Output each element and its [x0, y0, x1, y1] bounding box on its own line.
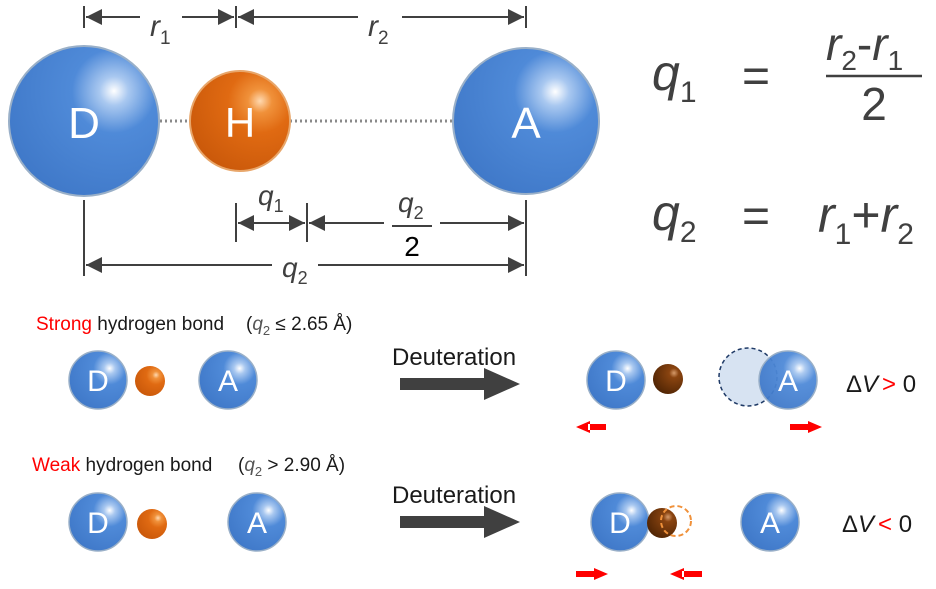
weak-delta-v: ΔV< 0 — [842, 511, 912, 538]
weak-deuteration-label: Deuteration — [392, 482, 516, 509]
svg-text:A: A — [760, 507, 780, 540]
q2-label: q2 — [282, 252, 308, 288]
strong-right-red-arrow — [790, 421, 822, 433]
acceptor-atom: A — [452, 47, 600, 195]
strong-delta-v: ΔV> 0 — [846, 371, 916, 398]
svg-text:D: D — [605, 365, 627, 398]
q-dimension-lines — [83, 200, 527, 276]
strong-hb-condition: (q2 ≤ 2.65 Å) — [246, 314, 352, 338]
equation-q2: q2 = r1+r2 — [652, 185, 914, 251]
q2-half-label: q2 2 — [392, 187, 432, 262]
svg-text:2: 2 — [404, 231, 420, 262]
q1-label: q1 — [258, 180, 284, 216]
strong-acceptor-atom: A — [198, 350, 258, 410]
r2-label: r2 — [368, 10, 389, 49]
donor-atom: D — [8, 45, 160, 197]
strong-result-acceptor-atom: A — [758, 350, 818, 410]
svg-text:q1: q1 — [652, 45, 697, 109]
strong-hydrogen-atom — [135, 366, 165, 396]
strong-donor-atom: D — [68, 350, 128, 410]
svg-text:D: D — [87, 507, 109, 540]
svg-text:H: H — [225, 99, 255, 146]
svg-text:q2: q2 — [652, 185, 697, 249]
r-dimension-lines — [83, 6, 527, 28]
svg-text:D: D — [87, 365, 109, 398]
svg-text:r2-r1: r2-r1 — [826, 18, 903, 76]
weak-result-acceptor-atom: A — [740, 492, 800, 552]
svg-text:r1+r2: r1+r2 — [818, 187, 914, 251]
strong-hb-label: Strong hydrogen bond — [36, 314, 224, 335]
weak-acceptor-atom: A — [227, 492, 287, 552]
svg-text:A: A — [218, 365, 238, 398]
svg-text:D: D — [68, 99, 100, 148]
weak-hb-label: Weak hydrogen bond — [32, 455, 212, 476]
svg-text:=: = — [742, 50, 770, 103]
svg-text:=: = — [742, 190, 770, 243]
strong-left-red-arrow — [576, 421, 606, 433]
strong-deuteration-arrow — [400, 368, 520, 400]
weak-result-donor-atom: D — [590, 492, 650, 552]
r1-label: r1 — [150, 10, 171, 49]
svg-text:A: A — [778, 365, 798, 398]
svg-text:D: D — [609, 507, 631, 540]
svg-text:q2: q2 — [398, 187, 424, 223]
weak-right-red-arrow — [670, 568, 702, 580]
weak-donor-atom: D — [68, 492, 128, 552]
strong-deuteration-label: Deuteration — [392, 344, 516, 371]
weak-deuteration-arrow — [400, 506, 520, 538]
equation-q1: q1 = r2-r1 2 — [652, 18, 922, 130]
strong-result-donor-atom: D — [586, 350, 646, 410]
svg-text:A: A — [247, 507, 267, 540]
svg-text:2: 2 — [861, 78, 887, 130]
weak-hydrogen-atom — [137, 509, 167, 539]
hydrogen-atom: H — [189, 70, 291, 172]
weak-hb-condition: (q2 > 2.90 Å) — [238, 455, 345, 479]
weak-left-red-arrow — [576, 568, 608, 580]
weak-original-hydrogen-position — [660, 505, 692, 537]
strong-deuterium-atom — [653, 364, 683, 394]
svg-text:A: A — [511, 99, 541, 148]
